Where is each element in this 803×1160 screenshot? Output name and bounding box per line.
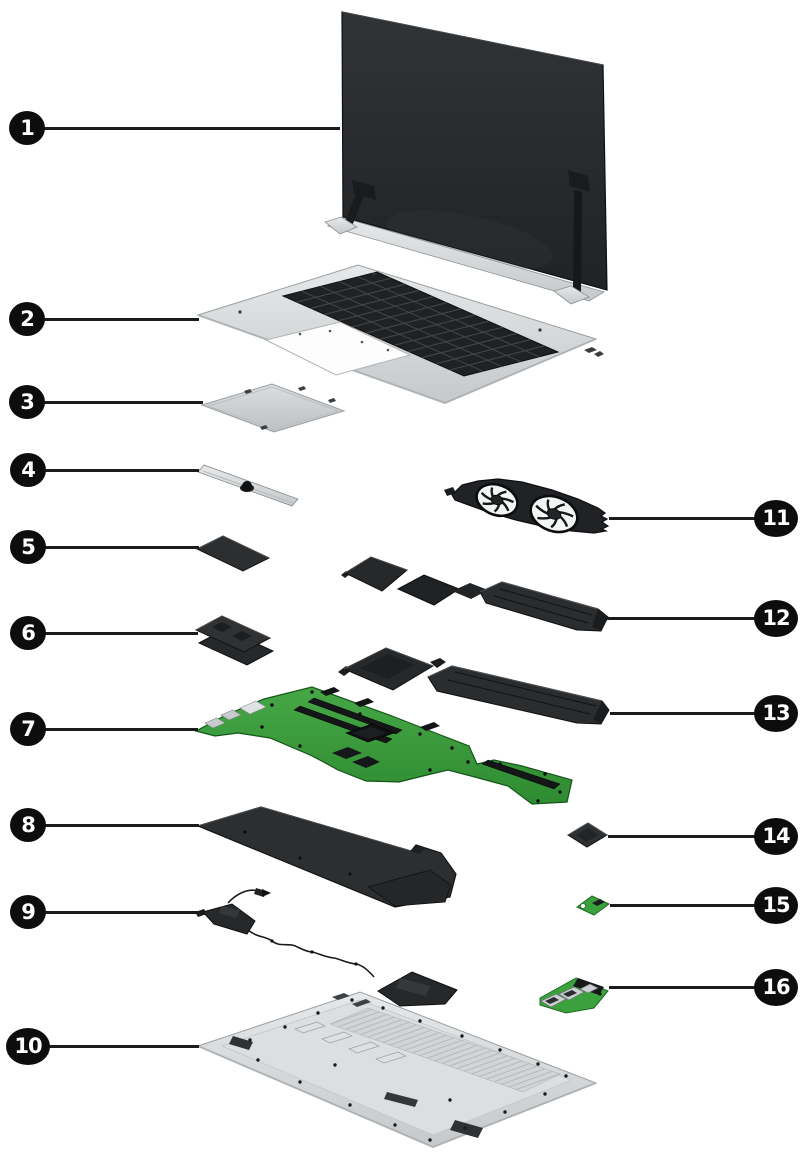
fan-assembly-graphic (444, 478, 610, 534)
callout-badge-3: 3 (9, 385, 45, 419)
callout-badge-2: 2 (9, 302, 45, 336)
callout-line-15 (610, 903, 776, 907)
callout-number: 11 (762, 505, 790, 530)
callout-badge-16: 16 (754, 968, 798, 1006)
top-cover-keyboard-graphic (196, 264, 604, 405)
callout-number: 1 (20, 115, 35, 140)
chip-component-graphic (567, 822, 608, 848)
callout-badge-1: 1 (9, 111, 45, 145)
ssd-graphic (195, 535, 271, 572)
callout-line-6 (28, 631, 198, 635)
callout-number: 2 (20, 306, 35, 331)
callout-number: 5 (21, 534, 36, 559)
callout-number: 16 (762, 974, 790, 999)
callout-line-3 (27, 400, 203, 404)
callout-line-5 (28, 545, 199, 549)
callout-badge-11: 11 (754, 499, 798, 537)
speakers-graphic (195, 888, 458, 1007)
callout-line-2 (27, 317, 199, 321)
callout-badge-10: 10 (6, 1027, 50, 1065)
callout-badge-4: 4 (10, 453, 46, 487)
callout-number: 15 (762, 892, 790, 917)
callout-number: 8 (21, 812, 36, 837)
callout-number: 9 (21, 899, 36, 924)
callout-number: 12 (762, 605, 790, 630)
touchpad-graphic (200, 383, 346, 433)
callout-badge-6: 6 (10, 616, 46, 650)
callout-number: 13 (762, 700, 790, 725)
memory-modules-graphic (194, 615, 275, 666)
callout-number: 3 (20, 389, 35, 414)
bracket-graphic (197, 464, 299, 507)
callout-line-1 (27, 126, 340, 130)
callout-line-9 (28, 910, 198, 914)
callout-badge-7: 7 (10, 712, 46, 746)
callout-number: 4 (21, 457, 36, 482)
callout-badge-5: 5 (10, 530, 46, 564)
small-board-graphic (576, 895, 610, 916)
callout-badge-12: 12 (754, 599, 798, 637)
callout-line-12 (607, 616, 776, 620)
callout-badge-13: 13 (754, 694, 798, 732)
callout-badge-9: 9 (10, 895, 46, 929)
callout-line-4 (28, 468, 199, 472)
callout-line-13 (610, 711, 776, 715)
callout-badge-8: 8 (10, 808, 46, 842)
callout-number: 14 (762, 823, 790, 848)
callout-line-16 (609, 985, 776, 989)
callout-number: 7 (21, 716, 36, 741)
system-board-graphic (194, 686, 573, 805)
callout-number: 10 (14, 1033, 42, 1058)
heatsink-upper-graphic (341, 556, 609, 632)
callout-line-14 (608, 834, 776, 838)
callout-line-11 (609, 516, 776, 520)
callout-line-8 (28, 823, 199, 827)
callout-line-7 (28, 727, 198, 731)
battery-graphic (196, 806, 457, 908)
callout-line-10 (28, 1044, 199, 1048)
bottom-cover-graphic (196, 991, 598, 1149)
callout-badge-15: 15 (754, 886, 798, 924)
callout-badge-14: 14 (754, 817, 798, 855)
heatsink-lower-graphic (338, 647, 610, 725)
callout-number: 6 (21, 620, 36, 645)
io-board-graphic (539, 977, 609, 1014)
display-assembly-graphic (324, 11, 608, 305)
